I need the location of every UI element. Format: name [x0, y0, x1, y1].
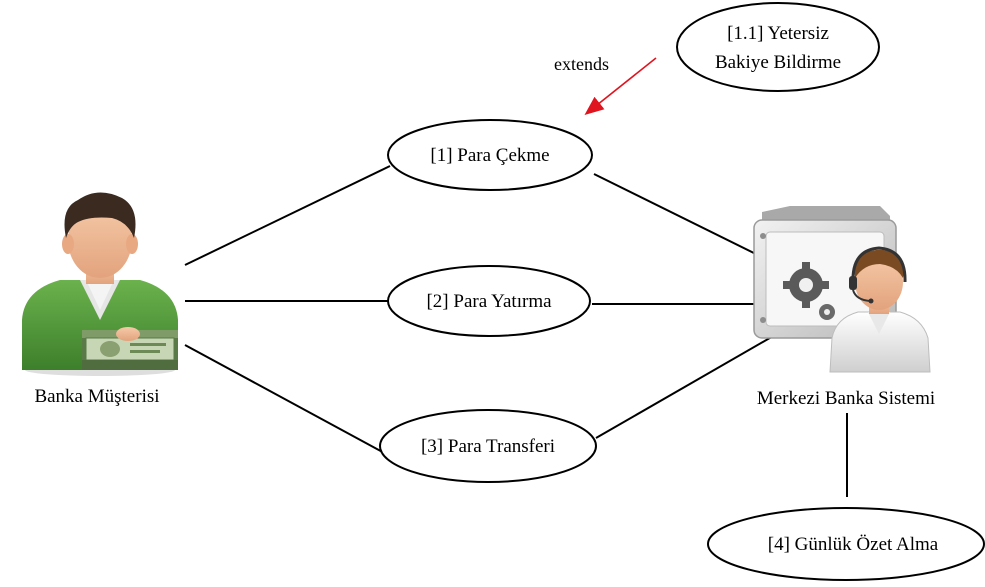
- use-case-daily-summary-label: [4] Günlük Özet Alma: [768, 534, 939, 555]
- customer-label: Banka Müşterisi: [34, 386, 159, 407]
- extend-arrow: [584, 57, 657, 115]
- use-case-withdraw-label: [1] Para Çekme: [430, 145, 549, 166]
- extend-label: extends: [554, 54, 609, 74]
- assoc-customer-withdraw: [184, 165, 391, 266]
- assoc-customer-transfer: [184, 344, 389, 456]
- assoc-withdraw-system: [593, 173, 769, 261]
- gear-icon: [783, 262, 835, 320]
- system-icon: [753, 206, 931, 373]
- use-case-transfer-label: [3] Para Transferi: [421, 436, 555, 457]
- use-case-transfer[interactable]: [3] Para Transferi: [379, 409, 597, 483]
- use-case-insufficient-balance[interactable]: [1.1] Yetersiz Bakiye Bildirme: [676, 2, 880, 92]
- use-case-deposit-label: [2] Para Yatırma: [426, 291, 552, 312]
- use-case-daily-summary[interactable]: [4] Günlük Özet Alma: [707, 507, 985, 581]
- use-case-deposit[interactable]: [2] Para Yatırma: [387, 265, 591, 337]
- use-case-withdraw[interactable]: [1] Para Çekme: [387, 119, 593, 191]
- system-label: Merkezi Banka Sistemi: [757, 388, 935, 409]
- customer-icon: [22, 192, 178, 376]
- use-case-insufficient-line2: Bakiye Bildirme: [715, 52, 841, 73]
- use-case-insufficient-line1: [1.1] Yetersiz: [727, 23, 829, 44]
- assoc-transfer-system: [595, 334, 776, 439]
